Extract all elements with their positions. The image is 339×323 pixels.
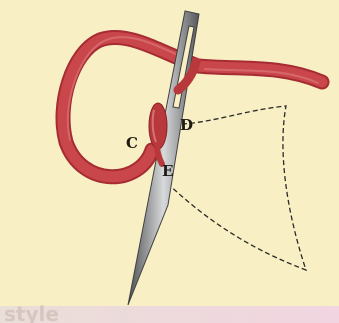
point-label-d: D	[180, 116, 193, 134]
point-label-c: C	[126, 134, 138, 152]
watermark-text: style	[4, 302, 59, 323]
point-label-e: E	[162, 162, 173, 180]
stitch-lump	[149, 103, 167, 149]
